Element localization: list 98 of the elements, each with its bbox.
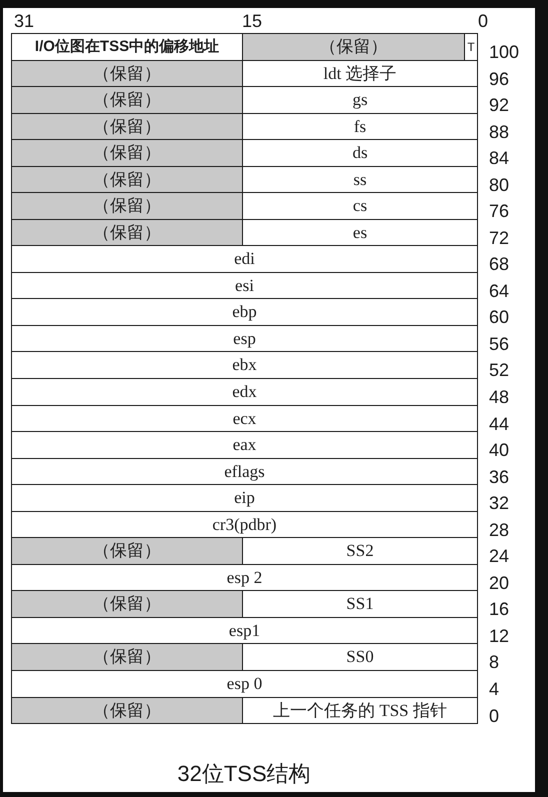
cell-text: esp1	[228, 620, 260, 640]
cell-text: ebx	[232, 355, 257, 375]
table-cell	[11, 166, 243, 193]
cell-text: edi	[234, 249, 255, 269]
cell-text: ds	[352, 143, 368, 163]
table-cell	[11, 272, 478, 299]
table-cell	[11, 298, 478, 326]
offset-number: 84	[489, 147, 510, 169]
table-cell	[11, 139, 243, 167]
table-cell	[11, 33, 243, 61]
cell-text: （保留）	[320, 37, 388, 57]
bit-number: 15	[242, 10, 262, 32]
cell-text: （保留）	[93, 594, 161, 614]
offset-number: 32	[489, 492, 510, 514]
offset-number: 76	[489, 200, 510, 222]
bit-number: 31	[14, 10, 34, 32]
cell-text: （保留）	[93, 116, 161, 136]
table-cell	[242, 33, 465, 61]
offset-number: 56	[489, 333, 510, 355]
cell-text: （保留）	[93, 170, 161, 190]
offset-number: 8	[489, 651, 500, 673]
cell-text: esp 2	[226, 568, 262, 588]
cell-text: ss	[353, 170, 367, 190]
table-cell	[11, 511, 478, 538]
cell-text: esi	[235, 276, 254, 296]
offset-number: 88	[489, 121, 510, 143]
offset-number: 24	[489, 545, 510, 567]
offset-number: 52	[489, 359, 510, 381]
offset-number: 48	[489, 386, 510, 408]
table-cell	[11, 670, 478, 698]
cell-text: cr3(pdbr)	[212, 514, 277, 534]
table-cell	[11, 564, 478, 591]
table-cell	[11, 431, 478, 459]
cell-text: SS1	[346, 594, 374, 614]
cell-text: eax	[232, 435, 256, 455]
table-cell	[11, 86, 243, 114]
table-cell	[11, 325, 478, 352]
table-cell	[11, 192, 243, 220]
cell-text: eflags	[224, 462, 265, 482]
offset-number: 68	[489, 253, 510, 275]
table-cell	[11, 590, 243, 618]
offset-number: 100	[489, 41, 520, 63]
cell-text: （保留）	[93, 700, 161, 720]
offset-number: 64	[489, 280, 510, 302]
table-cell	[11, 537, 243, 565]
offset-number: 16	[489, 598, 510, 620]
offset-number: 96	[489, 68, 510, 90]
cell-text: esp 0	[226, 674, 262, 694]
offset-number: 44	[489, 413, 510, 435]
cell-text: es	[352, 222, 368, 242]
table-cell	[11, 245, 478, 273]
offset-number: 0	[489, 705, 500, 727]
cell-text: （保留）	[93, 90, 161, 110]
offset-number: 60	[489, 306, 510, 328]
table-cell	[11, 643, 243, 671]
table-cell	[11, 697, 243, 724]
cell-text: SS0	[346, 647, 374, 667]
cell-text: esp	[233, 328, 256, 348]
table-cell	[11, 60, 243, 87]
table-cell	[11, 484, 478, 512]
table-cell	[11, 113, 243, 140]
table-cell	[11, 351, 478, 379]
cell-text: （保留）	[93, 647, 161, 667]
cell-text: （保留）	[93, 143, 161, 163]
table-cell	[464, 33, 478, 61]
table-cell	[11, 405, 478, 432]
cell-text: （保留）	[93, 541, 161, 561]
cell-text: （保留）	[93, 196, 161, 216]
cell-text: T	[467, 39, 475, 56]
cell-text: （保留）	[93, 222, 161, 242]
offset-number: 4	[489, 678, 500, 700]
offset-number: 20	[489, 572, 510, 594]
offset-number: 12	[489, 625, 510, 647]
offset-number: 80	[489, 174, 510, 196]
cell-text: 上一个任务的 TSS 指针	[273, 700, 447, 720]
cell-text: ebp	[232, 302, 257, 322]
cell-text: ldt 选择子	[323, 64, 397, 84]
table-cell	[11, 378, 478, 406]
bit-number: 0	[478, 10, 488, 32]
offset-number: 28	[489, 519, 510, 541]
cell-text: eip	[234, 488, 255, 508]
cell-text: ecx	[232, 408, 256, 428]
caption: 32位TSS结构	[177, 760, 311, 788]
cell-text: I/O位图在TSS中的偏移地址	[34, 37, 220, 57]
cell-text: edx	[232, 382, 257, 402]
offset-number: 92	[489, 94, 510, 116]
cell-text: fs	[354, 116, 366, 136]
offset-number: 40	[489, 439, 510, 461]
cell-text: （保留）	[93, 64, 161, 84]
table-cell	[242, 697, 478, 724]
cell-text: cs	[352, 196, 368, 216]
table-cell	[11, 458, 478, 485]
offset-number: 72	[489, 227, 510, 249]
offset-number: 36	[489, 466, 510, 488]
table-cell	[11, 617, 478, 644]
table-cell	[11, 219, 243, 246]
cell-text: SS2	[346, 541, 374, 561]
cell-text: gs	[352, 90, 368, 110]
